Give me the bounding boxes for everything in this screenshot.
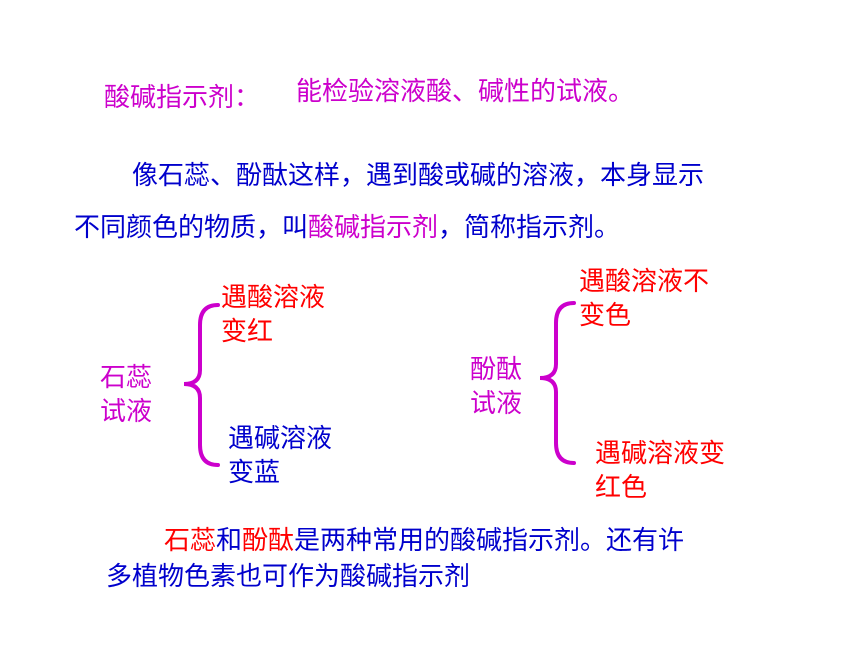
paragraph1-line2-b: ，简称指示剂。 (438, 213, 621, 243)
paragraph1-line2-a: 不同颜色的物质，叫 (74, 213, 309, 243)
paragraph2-and: 和 (216, 526, 243, 556)
litmus-base-line1: 遇碱溶液 (228, 424, 333, 454)
paragraph2-line1: 石蕊和酚酞是两种常用的酸碱指示剂。还有许 (164, 523, 684, 559)
paragraph2-rest1: 是两种常用的酸碱指示剂。还有许 (294, 526, 685, 556)
litmus-name-line1: 石蕊 (100, 363, 153, 393)
phenol-name-line2: 试液 (470, 389, 523, 419)
phenol-base-line2: 红色 (595, 473, 648, 503)
litmus-brace (183, 303, 220, 467)
definition-text: 能检验溶液酸、碱性的试液。 (296, 77, 635, 107)
litmus-name-line2: 试液 (100, 397, 153, 427)
phenol-acid-line1: 遇酸溶液不 (579, 267, 710, 297)
definition-term: 酸碱指示剂： (104, 83, 261, 113)
litmus-acid-line2: 变红 (221, 317, 274, 347)
paragraph1-term: 酸碱指示剂 (308, 213, 439, 243)
litmus-acid-line1: 遇酸溶液 (221, 283, 326, 313)
paragraph2-term2: 酚酞 (242, 526, 295, 556)
paragraph1-line1: 像石蕊、酚酞这样，遇到酸或碱的溶液，本身显示 (132, 161, 705, 191)
paragraph2-term1: 石蕊 (164, 526, 217, 556)
paragraph2-line2: 多植物色素也可作为酸碱指示剂 (106, 562, 471, 592)
litmus-base-line2: 变蓝 (228, 458, 281, 488)
phenol-name-line1: 酚酞 (470, 355, 523, 385)
phenol-acid-line2: 变色 (579, 301, 632, 331)
paragraph1-line2: 不同颜色的物质，叫酸碱指示剂，简称指示剂。 (74, 210, 620, 246)
phenol-brace (539, 301, 576, 465)
phenol-base-line1: 遇碱溶液变 (595, 439, 726, 469)
